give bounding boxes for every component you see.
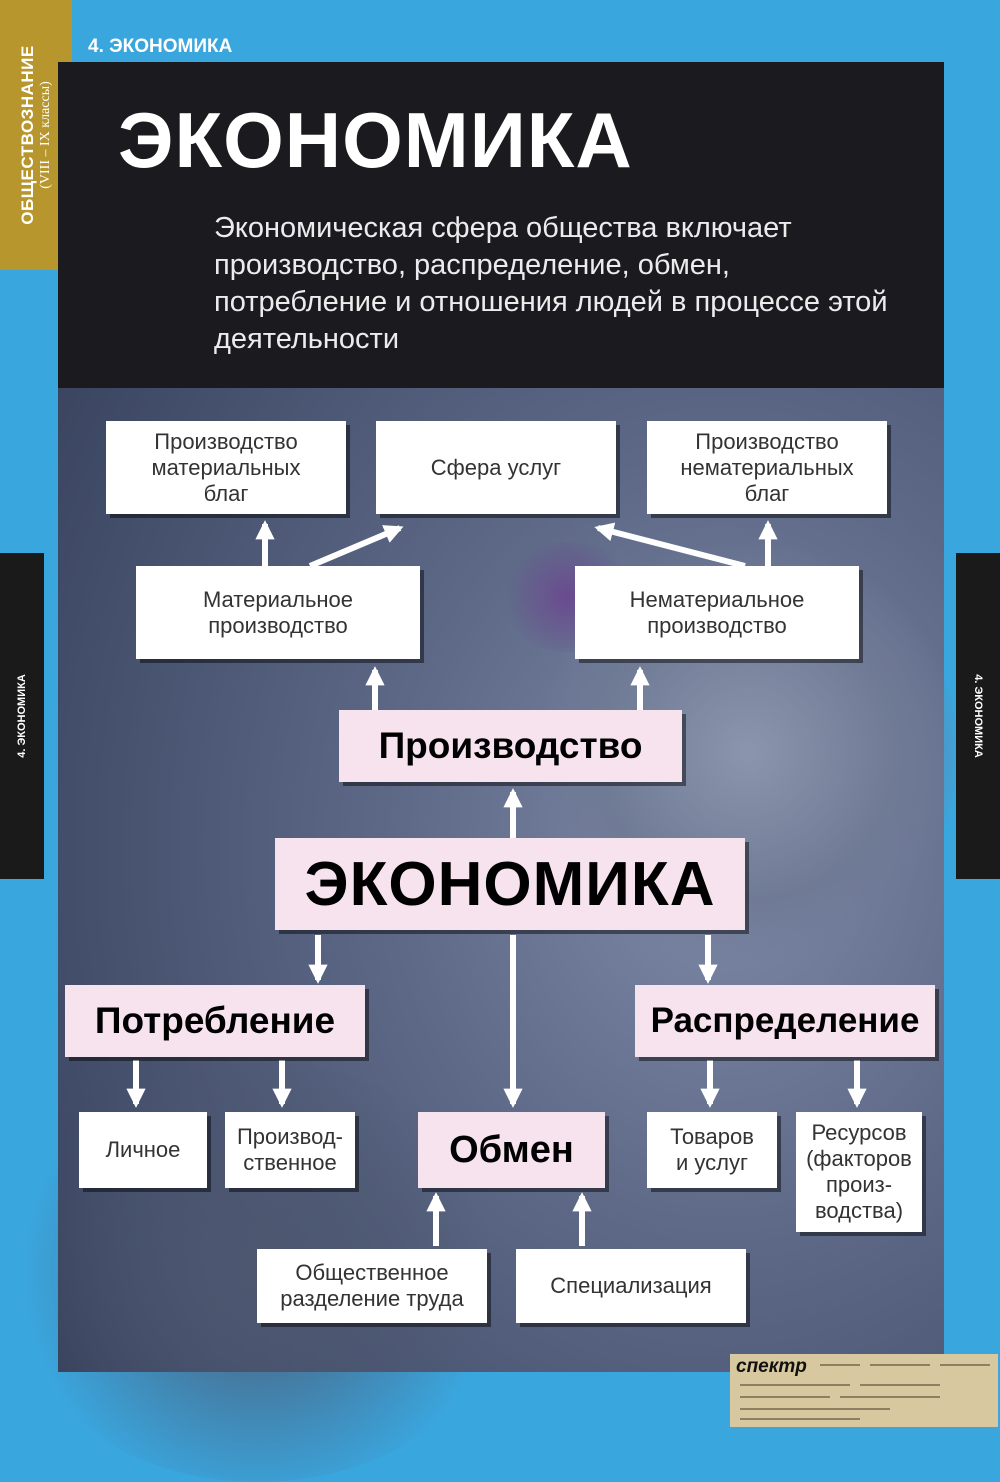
page-title: ЭКОНОМИКА xyxy=(118,96,633,184)
node-material-production: Материальное производство xyxy=(136,566,420,659)
node-distribution-resources: Ресурсов (факторов произ- водства) xyxy=(796,1112,922,1232)
page-subtitle: Экономическая сфера общества включает пр… xyxy=(214,212,888,355)
footer-text-line xyxy=(740,1418,860,1420)
node-distribution: Распределение xyxy=(635,985,935,1057)
node-division-of-labour: Общественное разделение труда xyxy=(257,1249,487,1323)
footer-text-line xyxy=(740,1384,850,1386)
publisher-logo: спектр xyxy=(736,1356,807,1377)
footer-text-line xyxy=(840,1396,940,1398)
arrow-nonmaterial-to-services xyxy=(594,522,746,569)
node-specialization: Специализация xyxy=(516,1249,746,1323)
header-band xyxy=(58,62,944,388)
footer-text-line xyxy=(870,1364,930,1366)
footer-text-line xyxy=(860,1384,940,1386)
section-label: 4. ЭКОНОМИКА xyxy=(88,36,233,57)
node-production: Производство xyxy=(339,710,682,782)
node-consumption: Потребление xyxy=(65,985,365,1057)
node-nonmaterial-goods: Производство нематериальных благ xyxy=(647,421,887,514)
publisher-block xyxy=(730,1354,998,1427)
footer-text-line xyxy=(740,1408,890,1410)
node-economy: ЭКОНОМИКА xyxy=(275,838,745,930)
footer-text-line xyxy=(820,1364,860,1366)
arrow-material-to-services xyxy=(308,525,404,569)
left-side-tab: 4. ЭКОНОМИКА xyxy=(0,553,44,879)
footer-text-line xyxy=(940,1364,990,1366)
node-nonmaterial-production: Нематериальное производство xyxy=(575,566,859,659)
footer-text-line xyxy=(740,1396,830,1398)
node-material-goods: Производство материальных благ xyxy=(106,421,346,514)
node-services: Сфера услуг xyxy=(376,421,616,514)
node-exchange: Обмен xyxy=(418,1112,605,1188)
node-productive: Производ- ственное xyxy=(225,1112,355,1188)
right-side-tab: 4. ЭКОНОМИКА xyxy=(956,553,1000,879)
diagram-arrows xyxy=(126,520,867,1246)
node-distribution-goods: Товаров и услуг xyxy=(647,1112,777,1188)
node-personal: Личное xyxy=(79,1112,207,1188)
